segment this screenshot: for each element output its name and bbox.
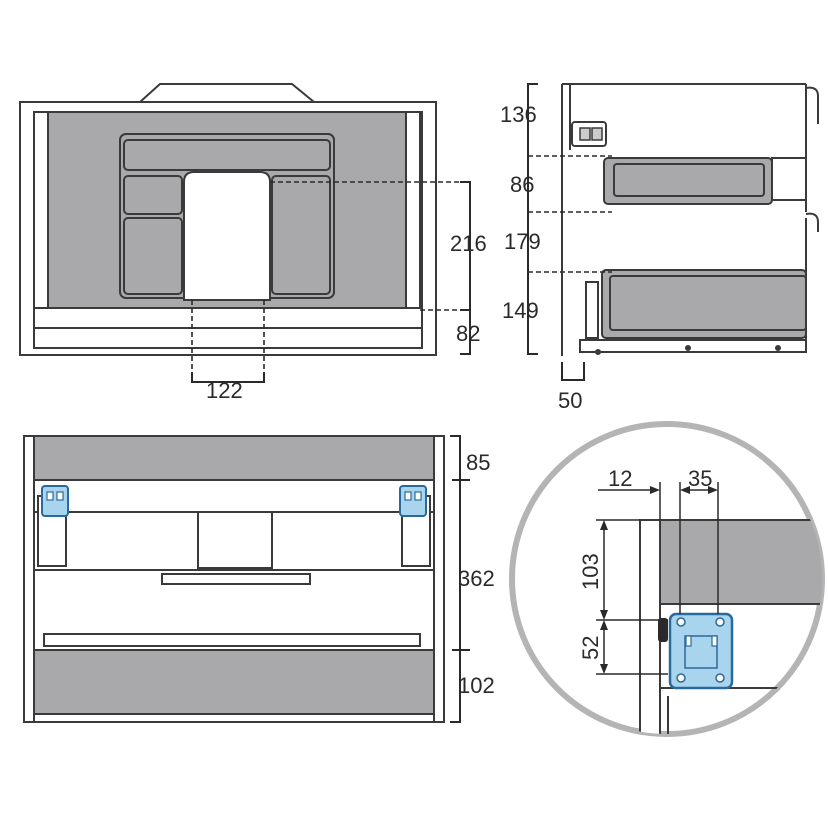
dim-label-136: 136 xyxy=(500,102,537,127)
dim-arrowhead xyxy=(600,620,608,630)
drawer-handle-bar xyxy=(161,573,311,585)
handle-hook-lower xyxy=(805,212,819,232)
rail-bar xyxy=(43,633,421,647)
detail-side-panel xyxy=(639,519,661,734)
bottom-view: 85 362 102 xyxy=(23,435,495,723)
upper-drawer-inner xyxy=(613,163,765,197)
hinge-icon xyxy=(41,485,69,517)
kickplate xyxy=(33,713,435,723)
dim-line-122 xyxy=(191,372,265,383)
top-panel xyxy=(33,435,435,481)
hinge-icon xyxy=(668,612,734,690)
dim-label-122: 122 xyxy=(206,378,243,403)
dim-label-85: 85 xyxy=(466,450,490,475)
side-panel-right xyxy=(405,111,421,309)
siphon-pipe xyxy=(585,281,599,339)
side-post-right xyxy=(433,435,445,723)
dim-label-82: 82 xyxy=(456,321,480,346)
dim-label-12: 12 xyxy=(608,466,632,491)
detail-clip-black xyxy=(658,618,668,642)
base-screw xyxy=(775,345,781,351)
plinth-upper xyxy=(33,307,423,329)
base-screw xyxy=(685,345,691,351)
organizer-left-lower xyxy=(123,217,183,295)
dim-line-50 xyxy=(561,362,585,381)
organizer-right xyxy=(271,175,331,295)
dim-label-103: 103 xyxy=(578,553,603,590)
dim-arrowhead xyxy=(600,520,608,530)
hinge-icon xyxy=(399,485,427,517)
dim-line-side-vertical xyxy=(527,83,538,355)
front-view: 216 82 122 xyxy=(19,83,487,403)
dim-label-216: 216 xyxy=(450,231,487,256)
dim-line-bottom-vertical xyxy=(450,435,461,723)
side-panel-left xyxy=(33,111,49,309)
cabinet-base xyxy=(579,339,807,353)
side-view: 136 86 179 149 50 xyxy=(500,83,819,413)
detail-view: 12 35 103 52 xyxy=(509,421,825,737)
dim-label-102: 102 xyxy=(458,673,495,698)
upper-drawer-front xyxy=(771,157,807,201)
dim-label-50: 50 xyxy=(558,388,582,413)
dim-label-86: 86 xyxy=(510,172,534,197)
dim-arrowhead xyxy=(600,610,608,620)
lower-drawer-inner xyxy=(609,275,807,331)
dim-label-179: 179 xyxy=(504,229,541,254)
siphon-box xyxy=(197,511,273,569)
hinge-icon xyxy=(571,121,607,147)
bottom-panel xyxy=(33,649,435,715)
organizer-left-upper xyxy=(123,175,183,215)
base-screw xyxy=(595,349,601,355)
organizer-top-shelf xyxy=(123,139,331,171)
dim-label-149: 149 xyxy=(502,298,539,323)
dim-arrowhead xyxy=(708,486,718,494)
dim-label-35: 35 xyxy=(688,466,712,491)
dim-arrowhead xyxy=(650,486,660,494)
siphon-cutout xyxy=(183,171,271,301)
dim-arrowhead xyxy=(600,664,608,674)
handle-hook-upper xyxy=(805,86,819,124)
plinth-lower xyxy=(33,327,423,349)
dim-arrowhead xyxy=(680,486,690,494)
dim-label-52: 52 xyxy=(578,636,603,660)
side-post-left xyxy=(23,435,35,723)
dim-label-362: 362 xyxy=(458,566,495,591)
dim-line-82 xyxy=(460,309,471,355)
detail-top-panel xyxy=(659,519,822,605)
